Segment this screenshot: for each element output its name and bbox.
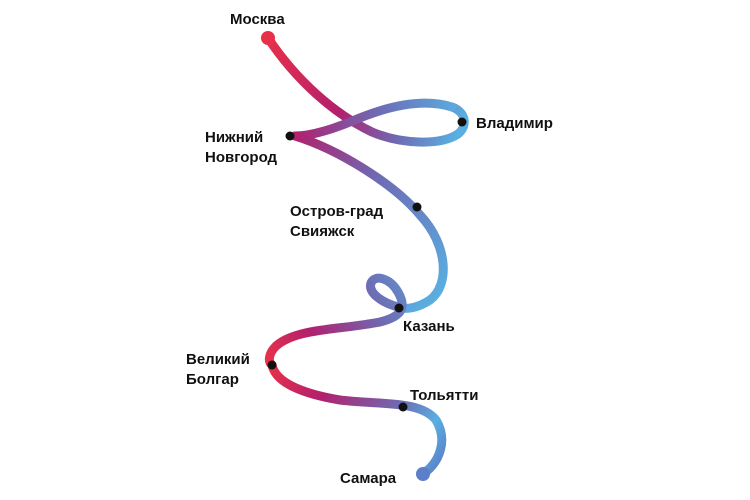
station-marker-veliky-bolgar[interactable] <box>267 360 277 370</box>
station-label-ostrov-grad-sviyazhsk-line1: Остров-град <box>290 203 384 220</box>
route-segment-nizhny-sviyazhsk <box>290 131 448 313</box>
route-segment-moscow-vladimir <box>263 33 469 147</box>
station-label-moscow: Москва <box>230 11 285 28</box>
station-label-samara: Самара <box>340 470 397 487</box>
station-label-vladimir: Владимир <box>476 115 553 132</box>
station-marker-nizhny-novgorod[interactable] <box>285 131 295 141</box>
station-label-veliky-bolgar-line1: Великий <box>186 351 250 368</box>
station-label-nizhny-novgorod-line1: Нижний <box>205 129 263 146</box>
station-marker-moscow[interactable] <box>261 31 275 45</box>
route-segment-vladimir-loop <box>290 98 457 141</box>
station-markers <box>261 31 467 481</box>
route-segment-bolgar-samara <box>267 360 447 479</box>
route-line <box>263 33 469 479</box>
station-label-veliky-bolgar-line2: Болгар <box>186 371 239 388</box>
station-label-nizhny-novgorod-line2: Новгород <box>205 149 278 166</box>
station-marker-ostrov-grad-sviyazhsk[interactable] <box>412 202 422 212</box>
route-segment-kazan-loop <box>264 273 407 370</box>
station-marker-samara[interactable] <box>416 467 430 481</box>
station-marker-kazan[interactable] <box>394 303 404 313</box>
station-label-ostrov-grad-sviyazhsk-line2: Свияжск <box>290 223 355 240</box>
station-label-tolyatti: Тольятти <box>410 387 478 404</box>
station-labels: Москва Владимир Нижний Новгород Остров-г… <box>186 11 553 487</box>
station-marker-tolyatti[interactable] <box>398 402 408 412</box>
station-marker-vladimir[interactable] <box>457 117 467 127</box>
station-label-kazan: Казань <box>403 318 455 335</box>
